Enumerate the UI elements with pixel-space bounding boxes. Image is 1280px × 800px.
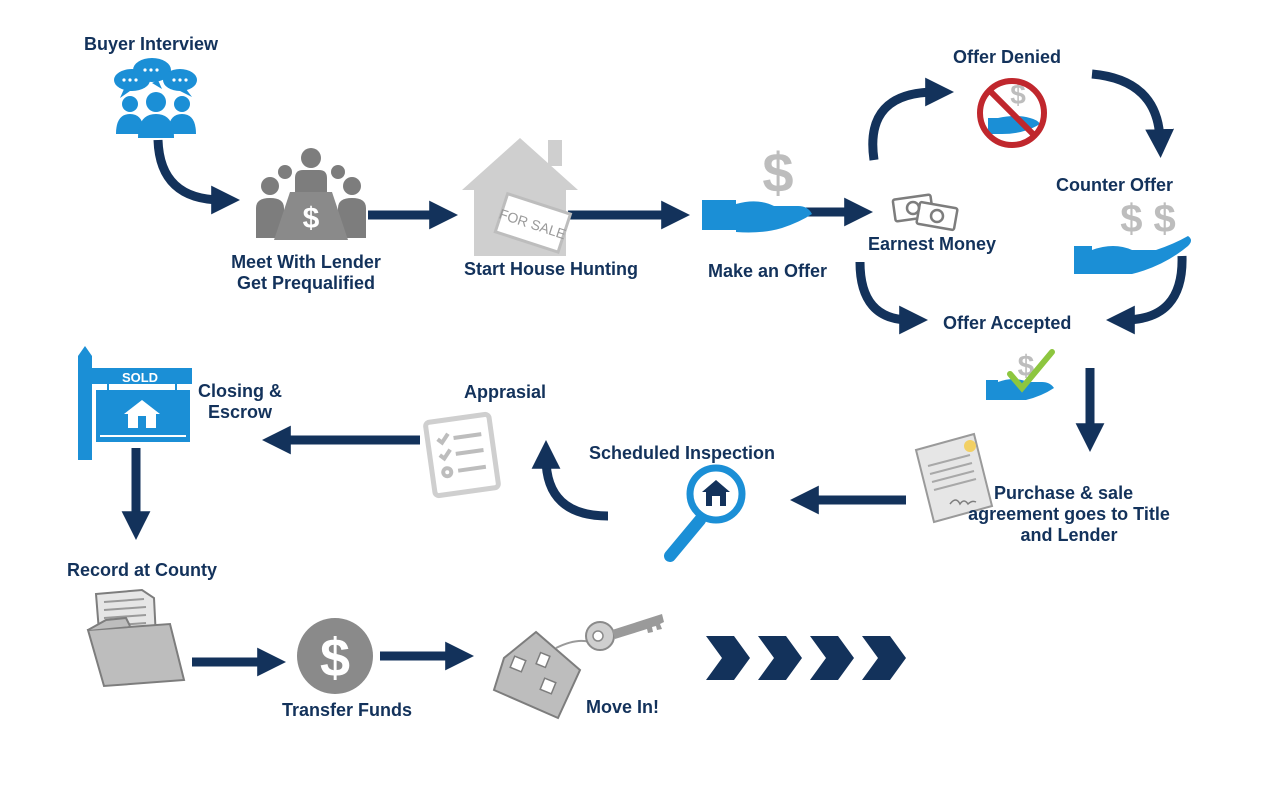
label-purchase-line3: and Lender bbox=[1020, 525, 1118, 545]
label-offer-denied: Offer Denied bbox=[953, 47, 1062, 67]
no-money-icon: $ bbox=[977, 78, 1047, 148]
arrow-to-offer-accepted bbox=[855, 261, 928, 335]
label-record-at-county: Record at County bbox=[67, 560, 218, 580]
arrow-counter-to-accepted bbox=[1106, 255, 1187, 335]
label-scheduled-inspection: Scheduled Inspection bbox=[589, 443, 776, 463]
house-for-sale-icon: FOR SALE bbox=[462, 138, 578, 256]
label-move-in: Move In! bbox=[586, 697, 660, 717]
banknotes-icon bbox=[891, 193, 959, 232]
label-appraisal: Apprasial bbox=[464, 382, 547, 402]
label-purchase-line1: Purchase & sale bbox=[994, 483, 1134, 503]
arrow-denied-to-counter bbox=[1091, 69, 1175, 158]
label-meet-with-lender-line1: Meet With Lender bbox=[231, 252, 381, 272]
svg-text:$: $ bbox=[762, 141, 793, 204]
dollar-coin-icon: $ bbox=[297, 618, 373, 694]
svg-text:SOLD: SOLD bbox=[122, 370, 158, 385]
label-start-house-hunting: Start House Hunting bbox=[464, 259, 638, 279]
arrow-to-offer-denied bbox=[868, 77, 954, 161]
svg-text:$: $ bbox=[303, 202, 320, 235]
meeting-table-icon: $ bbox=[256, 148, 366, 240]
arrow-interview-to-lender bbox=[153, 139, 240, 215]
chevrons-icon bbox=[706, 636, 906, 680]
hand-dollar-icon: $ bbox=[702, 141, 812, 233]
hand-double-dollar-icon: $ $ bbox=[1074, 197, 1191, 274]
label-meet-with-lender-line2: Get Prequalified bbox=[236, 273, 376, 293]
house-key-icon bbox=[492, 614, 664, 720]
svg-text:$: $ bbox=[320, 628, 350, 688]
label-purchase-line2: agreement goes to Title bbox=[968, 504, 1170, 524]
arrow-inspection-to-appraisal bbox=[531, 440, 609, 521]
people-chat-icon bbox=[114, 58, 197, 138]
label-offer-accepted: Offer Accepted bbox=[943, 313, 1072, 333]
label-closing-line2: Escrow bbox=[207, 402, 273, 422]
svg-text:$: $ bbox=[1010, 79, 1026, 110]
checklist-icon bbox=[423, 411, 501, 499]
label-transfer-funds: Transfer Funds bbox=[282, 700, 413, 720]
hand-dollar-check-icon: $ bbox=[986, 349, 1055, 400]
label-meet-with-lender: Meet With Lender Get Prequalified bbox=[206, 252, 406, 294]
magnifier-house-icon bbox=[664, 464, 746, 562]
label-make-an-offer: Make an Offer bbox=[708, 261, 828, 281]
label-counter-offer: Counter Offer bbox=[1056, 175, 1173, 195]
label-purchase-sale-agreement: Purchase & sale agreement goes to Title … bbox=[946, 483, 1192, 546]
svg-text:$ $: $ $ bbox=[1120, 197, 1176, 241]
flow-arrows bbox=[121, 69, 1187, 677]
label-buyer-interview: Buyer Interview bbox=[84, 34, 219, 54]
sold-sign-icon: SOLD bbox=[78, 346, 192, 460]
label-closing-escrow: Closing & Escrow bbox=[190, 381, 290, 423]
label-earnest-money: Earnest Money bbox=[868, 234, 997, 254]
file-folder-icon bbox=[86, 588, 186, 688]
contract-document-icon bbox=[914, 432, 994, 524]
label-closing-line1: Closing & bbox=[198, 381, 282, 401]
